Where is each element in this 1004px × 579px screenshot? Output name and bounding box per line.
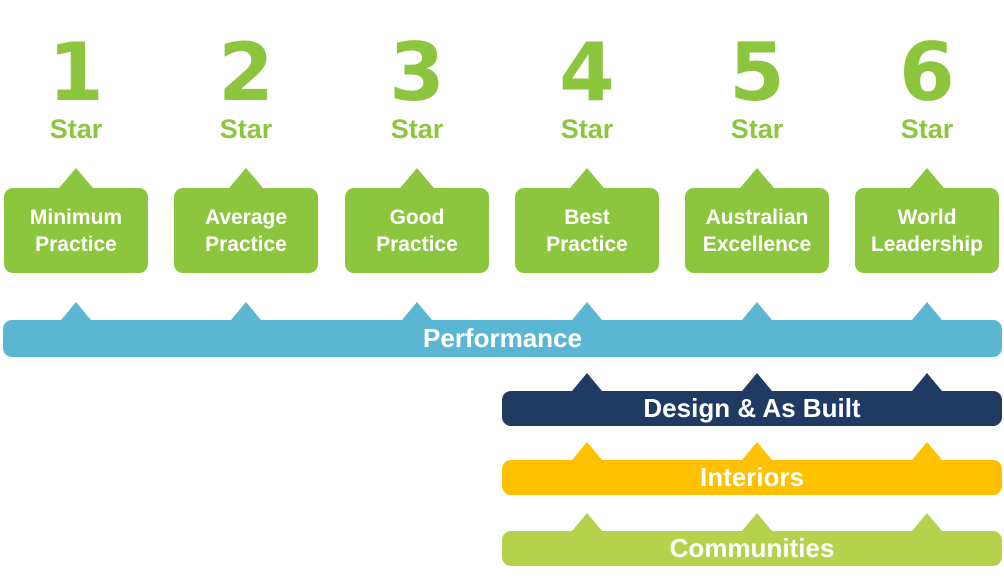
bar-label: Communities	[669, 533, 835, 563]
pointer-up-icon	[912, 302, 942, 320]
star-column-6: 6 Star World Leadership	[855, 0, 999, 280]
pointer-up-icon	[910, 168, 944, 188]
pointer-up-icon	[742, 442, 772, 460]
star-label: Star	[900, 114, 954, 144]
pointer-up-icon	[400, 168, 434, 188]
star-label: Star	[390, 114, 444, 144]
pointer-up-icon	[572, 373, 602, 391]
practice-box: Best Practice	[515, 188, 659, 273]
star-number: 4	[559, 26, 615, 119]
star-column-1: 1 Star Minimum Practice	[4, 0, 148, 280]
star-column-5: 5 Star Australian Excellence	[685, 0, 829, 280]
pointer-up-icon	[912, 513, 942, 531]
star-number: 2	[218, 26, 274, 119]
pointer-up-icon	[742, 302, 772, 320]
bar-performance: Performance	[3, 302, 1002, 357]
practice-box: Australian Excellence	[685, 188, 829, 273]
pointer-up-icon	[231, 302, 261, 320]
pointer-up-icon	[912, 442, 942, 460]
practice-box: Average Practice	[174, 188, 318, 273]
pointer-up-icon	[740, 168, 774, 188]
practice-box: World Leadership	[855, 188, 999, 273]
practice-label: Australian Excellence	[702, 205, 812, 256]
bar-label: Performance	[423, 323, 582, 353]
pointer-up-icon	[572, 302, 602, 320]
pointer-up-icon	[742, 373, 772, 391]
star-label: Star	[49, 114, 103, 144]
pointer-up-icon	[742, 513, 772, 531]
bar-label: Design & As Built	[643, 393, 861, 423]
star-number: 5	[729, 26, 785, 119]
bar-interiors: Interiors	[502, 442, 1002, 495]
practice-label: Best Practice	[546, 205, 628, 256]
star-number: 6	[899, 26, 955, 119]
star-number: 3	[389, 26, 445, 119]
pointer-up-icon	[570, 168, 604, 188]
practice-box: Minimum Practice	[4, 188, 148, 273]
pointer-up-icon	[61, 302, 91, 320]
pointer-up-icon	[229, 168, 263, 188]
bar-communities: Communities	[502, 513, 1002, 566]
star-column-3: 3 Star Good Practice	[345, 0, 489, 280]
star-column-4: 4 Star Best Practice	[515, 0, 659, 280]
practice-box: Good Practice	[345, 188, 489, 273]
bar-design-as-built: Design & As Built	[502, 373, 1002, 426]
pointer-up-icon	[572, 513, 602, 531]
pointer-up-icon	[912, 373, 942, 391]
practice-label: Good Practice	[376, 205, 458, 256]
star-column-2: 2 Star Average Practice	[174, 0, 318, 280]
pointer-up-icon	[402, 302, 432, 320]
pointer-up-icon	[59, 168, 93, 188]
practice-label: Average Practice	[204, 205, 288, 256]
pointer-up-icon	[572, 442, 602, 460]
star-number: 1	[48, 26, 104, 119]
star-label: Star	[560, 114, 614, 144]
bar-label: Interiors	[699, 462, 805, 492]
star-label: Star	[219, 114, 273, 144]
practice-label: Minimum Practice	[29, 205, 123, 256]
star-label: Star	[730, 114, 784, 144]
practice-label: World Leadership	[870, 205, 984, 256]
